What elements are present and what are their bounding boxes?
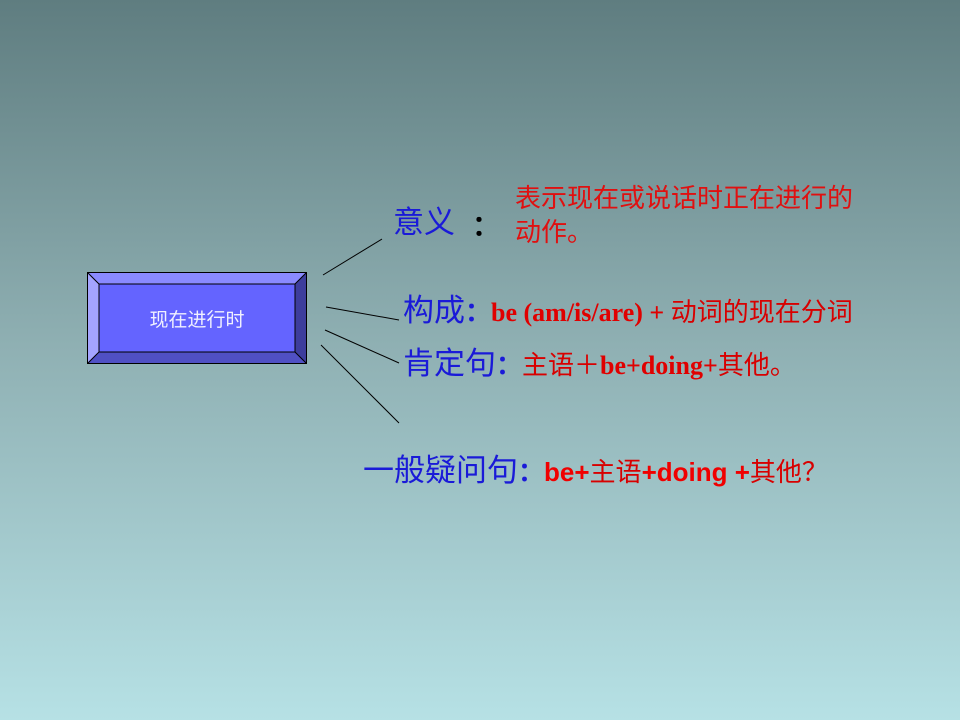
topic-label: 现在进行时 xyxy=(149,308,245,331)
question-row: 一般疑问句：be+主语+doing +其他？ xyxy=(363,456,828,487)
structure-row: 构成：be (am/is/are) + 动词的现在分词 xyxy=(403,296,853,327)
bevel-frame-graphic xyxy=(88,273,306,363)
meaning-colon: ： xyxy=(472,209,501,242)
structure-formula: be (am/is/are) + xyxy=(491,298,671,327)
meaning-line-2: 动作。 xyxy=(515,218,594,248)
meaning-content: 表示现在或说话时正在进行的 动作。 xyxy=(515,182,853,250)
meaning-heading: 意义 xyxy=(393,208,455,239)
connector-affirmative xyxy=(324,329,400,364)
meaning-heading-text: 意义 xyxy=(393,205,455,241)
question-be: be+ xyxy=(544,457,590,487)
connector-structure xyxy=(325,306,400,321)
affirmative-formula: be+doing+ xyxy=(600,351,718,380)
structure-description: 动词的现在分词 xyxy=(670,298,853,328)
affirmative-rest: 其他。 xyxy=(717,351,796,381)
question-rest: 其他？ xyxy=(749,458,828,488)
structure-colon: ： xyxy=(465,298,492,328)
topic-box: 现在进行时 xyxy=(87,272,307,364)
connector-question xyxy=(320,344,400,424)
affirmative-colon: ： xyxy=(496,351,523,381)
affirmative-subject: 主语＋ xyxy=(522,351,601,381)
question-heading: 一般疑问句 xyxy=(363,453,518,489)
connector-meaning xyxy=(322,238,383,276)
affirmative-heading: 肯定句 xyxy=(403,346,496,382)
question-subject: 主语 xyxy=(589,458,642,488)
question-doing: +doing + xyxy=(641,457,750,487)
question-colon: ： xyxy=(518,458,545,488)
affirmative-row: 肯定句：主语＋be+doing+其他。 xyxy=(403,349,796,380)
structure-heading: 构成 xyxy=(403,293,465,329)
meaning-line-1: 表示现在或说话时正在进行的 xyxy=(515,184,854,214)
